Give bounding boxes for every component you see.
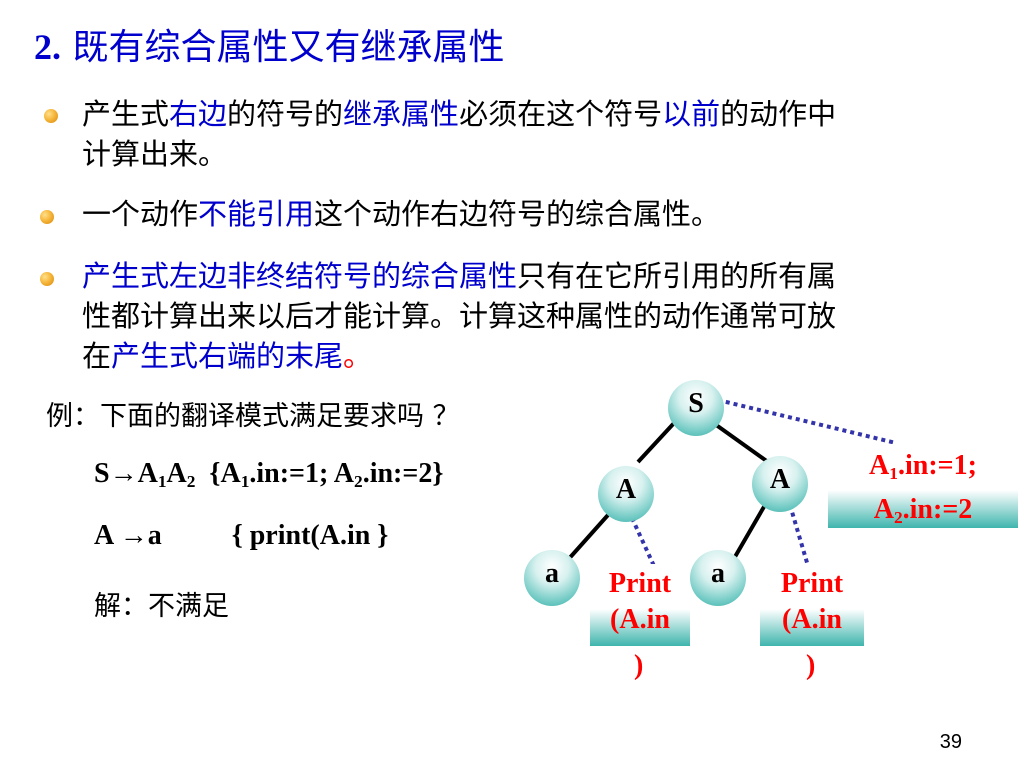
text: A <box>166 458 187 489</box>
slide-title: 2. 既有综合属性又有继承属性 <box>34 18 504 70</box>
bullet-icon <box>40 210 54 224</box>
subscript: 1 <box>889 464 898 484</box>
text: S <box>94 458 110 489</box>
text: 必须在这个符号 <box>459 97 663 131</box>
title-number: 2. <box>34 27 61 67</box>
bullet-2: 一个动作不能引用这个动作右边符号的综合属性。 <box>82 194 720 234</box>
arrow-icon: → <box>109 458 138 489</box>
print-action-box: Print (A.in <box>760 564 864 646</box>
production-rule-2: A →a { print(A.in } <box>94 520 388 552</box>
tree-node-s: S <box>668 380 724 436</box>
edge-a2-print <box>788 504 810 567</box>
highlight: 产生式左边非终结符号的综合属性 <box>82 259 518 293</box>
edge-s-a <box>636 420 677 464</box>
edge-a2-a <box>730 503 767 564</box>
subscript: 2 <box>893 508 903 528</box>
highlight: 以前 <box>662 97 721 131</box>
subscript: 1 <box>157 472 167 492</box>
highlight: 右边 <box>169 97 228 131</box>
highlight: 不能引用 <box>198 197 315 231</box>
highlight: 继承属性 <box>343 97 460 131</box>
text: A <box>869 450 890 481</box>
text: .in:=1; <box>897 450 977 481</box>
text: 性都计算出来以后才能计算。计算这种属性的动作通常可放 <box>82 299 837 333</box>
text: .in:=1; A <box>249 458 355 489</box>
text: .in:=2 <box>902 494 973 526</box>
edge-a-a <box>564 513 610 564</box>
text: 一个动作 <box>82 197 199 231</box>
text: {A <box>209 458 241 489</box>
subscript: 2 <box>186 472 196 492</box>
text: Print <box>780 568 844 599</box>
highlight: 产生式右端的末尾 <box>111 339 344 373</box>
text: .in:=2} <box>362 458 444 489</box>
tree-node-a-right: A <box>752 456 808 512</box>
text: a <box>147 520 162 551</box>
text: A <box>873 494 894 526</box>
print-close-paren: ) <box>806 650 816 681</box>
print-action-box: Print (A.in <box>590 564 690 646</box>
text: 只有在它所引用的所有属 <box>517 259 837 293</box>
text: (A.in <box>782 604 842 635</box>
text: A <box>137 458 158 489</box>
production-rule-1: S→A1A2 {A1.in:=1; A2.in:=2} <box>94 458 443 492</box>
text: 。 <box>343 339 373 373</box>
title-text: 既有综合属性又有继承属性 <box>72 27 505 68</box>
text: 的符号的 <box>227 97 344 131</box>
subscript: 2 <box>354 472 363 492</box>
text: 这个动作右边符号的综合属性。 <box>314 197 721 231</box>
text: Print <box>608 568 672 599</box>
bullet-icon <box>40 272 54 286</box>
subscript: 1 <box>240 472 250 492</box>
bullet-3: 产生式左边非终结符号的综合属性只有在它所引用的所有属 性都计算出来以后才能计算。… <box>82 256 836 376</box>
arrow-icon: → <box>119 520 148 551</box>
bullet-1: 产生式右边的符号的继承属性必须在这个符号以前的动作中 计算出来。 <box>82 94 836 174</box>
text: 的动作中 <box>720 97 837 131</box>
text: { print(A.in } <box>231 520 389 551</box>
edge-a-print <box>630 517 656 567</box>
tree-leaf-a: a <box>690 550 746 606</box>
edge-s-annotation <box>717 398 897 445</box>
attribute-annotation: A1.in:=1; A2.in:=2 <box>828 444 1018 528</box>
text: 产生式 <box>82 97 170 131</box>
example-question: 例：下面的翻译模式满足要求吗 ？ <box>46 401 460 432</box>
text: 计算出来。 <box>82 137 228 171</box>
text: 在 <box>82 339 112 373</box>
text: (A.in <box>610 604 670 635</box>
example-answer: 解：不满足 <box>94 591 229 622</box>
page-number: 39 <box>939 731 962 753</box>
print-close-paren: ) <box>634 650 644 681</box>
edge-s-a2 <box>710 420 770 464</box>
text: A <box>94 520 120 551</box>
tree-leaf-a: a <box>524 550 580 606</box>
bullet-icon <box>44 109 58 123</box>
tree-node-a-left: A <box>598 466 654 522</box>
